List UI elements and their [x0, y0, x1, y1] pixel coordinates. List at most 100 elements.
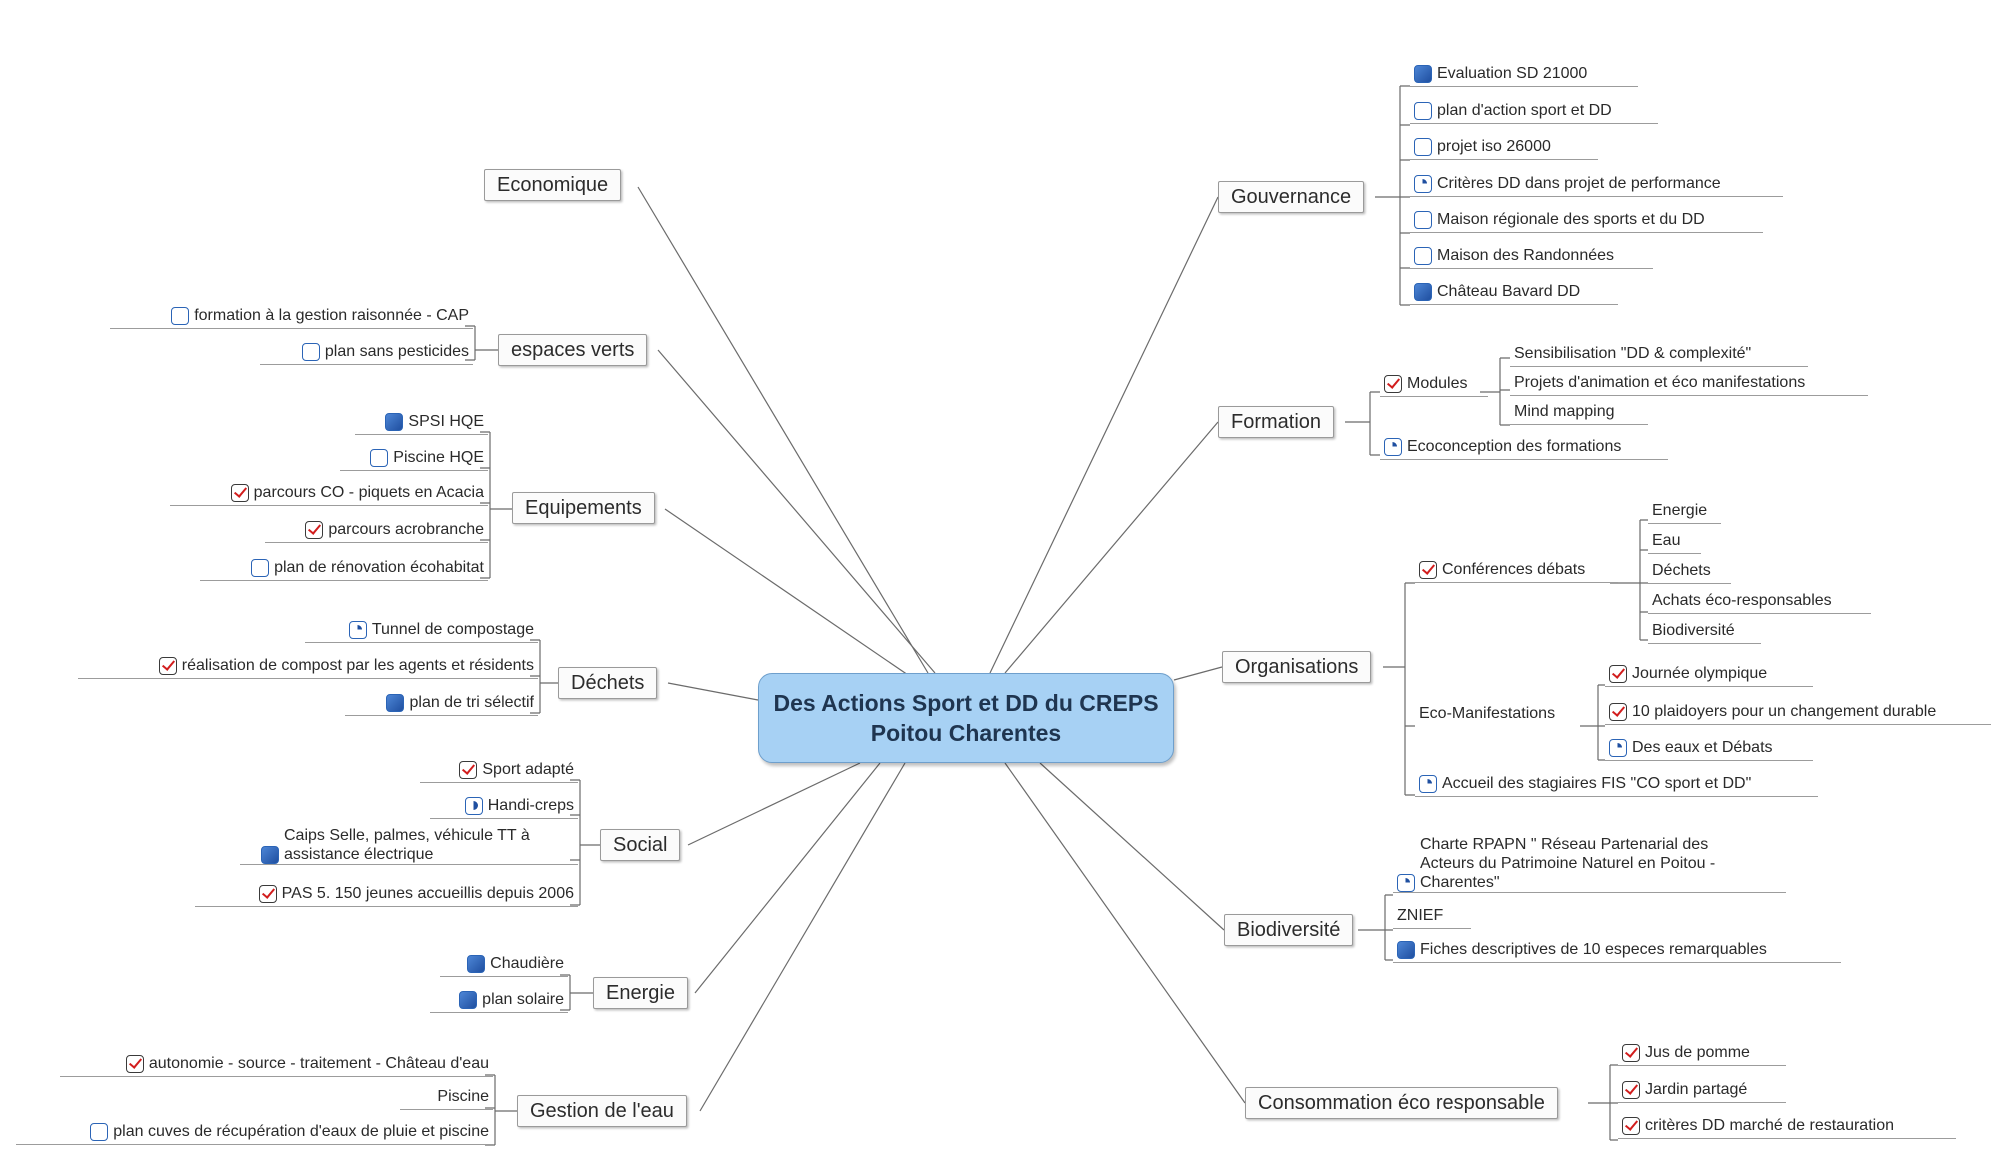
leaf-go-iso[interactable]: projet iso 26000 [1410, 135, 1598, 160]
task-25-icon [1384, 438, 1402, 456]
leaf-ge-piscine[interactable]: Piscine [400, 1085, 493, 1110]
task-25-icon [1609, 739, 1627, 757]
task-25-icon [1419, 775, 1437, 793]
leaf-eq-renovation[interactable]: plan de rénovation écohabitat [200, 556, 488, 581]
leaf-or-eaux-debats[interactable]: Des eaux et Débats [1605, 736, 1813, 761]
leaf-or-dechets[interactable]: Déchets [1648, 559, 1731, 584]
task-0-icon [1414, 247, 1432, 265]
central-topic[interactable]: Des Actions Sport et DD du CREPS Poitou … [758, 673, 1174, 763]
topic-espaces-verts[interactable]: espaces verts [498, 334, 648, 366]
task-100-icon [1397, 941, 1415, 959]
leaf-de-tri[interactable]: plan de tri sélectif [345, 691, 538, 716]
task-100-icon [385, 413, 404, 431]
leaf-so-pas[interactable]: PAS 5. 150 jeunes accueillis depuis 2006 [195, 882, 578, 907]
checked-icon [459, 761, 478, 779]
topic-organisations[interactable]: Organisations [1222, 651, 1372, 683]
leaf-fo-projets[interactable]: Projets d'animation et éco manifestation… [1510, 371, 1868, 396]
checked-icon [258, 885, 277, 903]
leaf-or-achats[interactable]: Achats éco-responsables [1648, 589, 1871, 614]
topic-gouvernance[interactable]: Gouvernance [1218, 181, 1365, 213]
task-100-icon [1414, 65, 1432, 83]
task-100-icon [467, 955, 486, 973]
leaf-or-biodiv[interactable]: Biodiversité [1648, 619, 1761, 644]
checked-icon [1609, 703, 1627, 721]
leaf-eq-parcours-co[interactable]: parcours CO - piquets en Acacia [170, 481, 488, 506]
leaf-de-compost[interactable]: réalisation de compost par les agents et… [78, 654, 538, 679]
leaf-or-eau[interactable]: Eau [1648, 529, 1701, 554]
task-100-icon [459, 991, 478, 1009]
task-0-icon [171, 307, 190, 325]
task-0-icon [370, 449, 389, 467]
topic-consommation[interactable]: Consommation éco responsable [1245, 1087, 1558, 1119]
task-0-icon [301, 343, 320, 361]
task-100-icon [386, 694, 405, 712]
leaf-ev-formation[interactable]: formation à la gestion raisonnée - CAP [110, 304, 473, 329]
leaf-ge-cuves[interactable]: plan cuves de récupération d'eaux de plu… [16, 1120, 493, 1145]
checked-icon [1419, 561, 1437, 579]
task-50-icon [464, 797, 483, 815]
task-0-icon [1414, 138, 1432, 156]
leaf-or-conferences[interactable]: Conférences débats [1415, 558, 1618, 583]
task-25-icon [348, 621, 367, 639]
task-0-icon [251, 559, 270, 577]
leaf-en-solaire[interactable]: plan solaire [430, 988, 568, 1013]
leaf-or-plaidoyers[interactable]: 10 plaidoyers pour un changement durable [1605, 700, 1991, 725]
leaf-or-accueil[interactable]: Accueil des stagiaires FIS "CO sport et … [1415, 772, 1818, 797]
leaf-co-jus[interactable]: Jus de pomme [1618, 1041, 1786, 1066]
topic-energie[interactable]: Energie [593, 977, 688, 1009]
leaf-bi-znief[interactable]: ZNIEF [1393, 904, 1471, 929]
checked-icon [1384, 375, 1402, 393]
leaf-de-tunnel[interactable]: Tunnel de compostage [305, 618, 538, 643]
checked-icon [1609, 665, 1627, 683]
leaf-eq-piscine[interactable]: Piscine HQE [340, 446, 488, 471]
checked-icon [1622, 1081, 1640, 1099]
leaf-or-energie[interactable]: Energie [1648, 499, 1721, 524]
checked-icon [305, 521, 324, 539]
leaf-go-maison-reg[interactable]: Maison régionale des sports et du DD [1410, 208, 1763, 233]
topic-biodiversite[interactable]: Biodiversité [1224, 914, 1354, 946]
leaf-fo-mind[interactable]: Mind mapping [1510, 400, 1648, 425]
leaf-go-plan[interactable]: plan d'action sport et DD [1410, 99, 1658, 124]
leaf-co-jardin[interactable]: Jardin partagé [1618, 1078, 1786, 1103]
leaf-eq-spsi[interactable]: SPSI HQE [355, 410, 488, 435]
leaf-or-eco-manif[interactable]: Eco-Manifestations [1419, 705, 1556, 722]
task-0-icon [1414, 211, 1432, 229]
task-100-icon [1414, 283, 1432, 301]
task-25-icon [1414, 175, 1432, 193]
topic-formation[interactable]: Formation [1218, 406, 1335, 438]
topic-dechets[interactable]: Déchets [558, 667, 658, 699]
checked-icon [1622, 1117, 1640, 1135]
leaf-go-chateau[interactable]: Château Bavard DD [1410, 280, 1618, 305]
leaf-eq-acrobranche[interactable]: parcours acrobranche [265, 518, 488, 543]
task-0-icon [1414, 102, 1432, 120]
leaf-or-journee[interactable]: Journée olympique [1605, 662, 1813, 687]
task-100-icon [261, 846, 279, 864]
leaf-fo-sensib[interactable]: Sensibilisation "DD & complexité" [1510, 342, 1808, 367]
leaf-ge-autonomie[interactable]: autonomie - source - traitement - Châtea… [60, 1052, 493, 1077]
leaf-en-chaudiere[interactable]: Chaudière [440, 952, 568, 977]
leaf-go-eval[interactable]: Evaluation SD 21000 [1410, 62, 1638, 87]
leaf-so-adapte[interactable]: Sport adapté [420, 758, 578, 783]
topic-economique[interactable]: Economique [484, 169, 622, 201]
leaf-bi-charte[interactable]: Charte RPAPN " Réseau Partenarial des Ac… [1393, 835, 1786, 893]
checked-icon [158, 657, 177, 675]
task-25-icon [1397, 874, 1415, 892]
task-0-icon [90, 1123, 109, 1141]
checked-icon [125, 1055, 144, 1073]
leaf-go-criteres[interactable]: Critères DD dans projet de performance [1410, 172, 1783, 197]
leaf-so-handi[interactable]: Handi-creps [430, 794, 578, 819]
leaf-fo-modules[interactable]: Modules [1380, 372, 1488, 397]
leaf-fo-ecoconception[interactable]: Ecoconception des formations [1380, 435, 1668, 460]
topic-social[interactable]: Social [600, 829, 681, 861]
leaf-so-caips[interactable]: Caips Selle, palmes, véhicule TT à assis… [240, 826, 578, 865]
leaf-ev-plan[interactable]: plan sans pesticides [260, 340, 473, 365]
leaf-co-criteres[interactable]: critères DD marché de restauration [1618, 1114, 1956, 1139]
leaf-go-maison-rand[interactable]: Maison des Randonnées [1410, 244, 1653, 269]
checked-icon [1622, 1044, 1640, 1062]
topic-gestion-eau[interactable]: Gestion de l'eau [517, 1095, 687, 1127]
checked-icon [230, 484, 249, 502]
topic-equipements[interactable]: Equipements [512, 492, 655, 524]
leaf-bi-fiches[interactable]: Fiches descriptives de 10 especes remarq… [1393, 938, 1841, 963]
